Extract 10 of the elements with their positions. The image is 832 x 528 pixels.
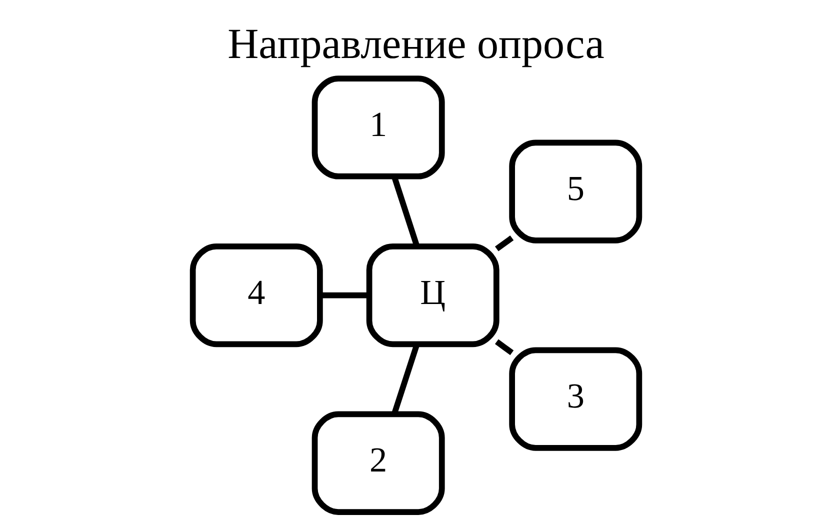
connector: [495, 235, 514, 252]
connector: [495, 339, 514, 356]
node-box: Ц: [366, 243, 500, 348]
node-box: 5: [509, 140, 642, 244]
node-box: 3: [509, 347, 642, 451]
node-box: 4: [190, 243, 323, 348]
diagram-title: Направление опроса: [228, 21, 604, 68]
connector: [320, 292, 370, 298]
node-box: 2: [312, 411, 445, 515]
node-box: 1: [312, 76, 445, 180]
